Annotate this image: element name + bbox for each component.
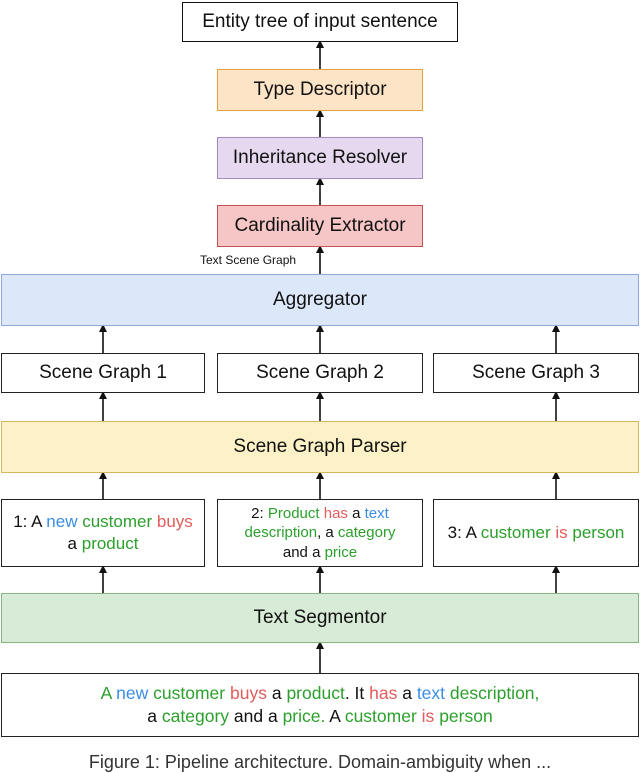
segment-3-text: 3: A customer is person — [448, 522, 625, 544]
aggregator-box: Aggregator — [1, 274, 639, 326]
scene-graph-parser-label: Scene Graph Parser — [233, 436, 407, 457]
word-token: person — [439, 706, 493, 726]
word-token: a — [397, 682, 417, 703]
word-token: a — [347, 505, 365, 523]
text-scene-graph-label: Text Scene Graph — [200, 253, 297, 267]
word-token: a — [147, 706, 162, 726]
word-token: . It — [344, 682, 370, 703]
scene-graph-1-label: Scene Graph 1 — [39, 362, 167, 383]
type-descriptor-box: Type Descriptor — [217, 69, 423, 111]
word-token: has — [323, 505, 348, 523]
word-token: is — [555, 522, 568, 542]
word-token: 1: A — [13, 511, 47, 531]
word-token: A — [325, 706, 345, 726]
inheritance-resolver-label: Inheritance Resolver — [232, 147, 408, 168]
word-token: customer — [480, 522, 551, 542]
text-segmentor-label: Text Segmentor — [253, 607, 387, 628]
word-token: , a — [317, 524, 338, 542]
input-sentence-box: A new customer buys a product. It has a … — [1, 673, 639, 737]
word-token: new — [116, 682, 149, 703]
word-token: new — [46, 511, 78, 531]
word-token: customer — [82, 511, 153, 531]
word-token: 3: A — [447, 522, 481, 542]
aggregator-label: Aggregator — [272, 289, 367, 310]
word-token: a — [67, 534, 82, 553]
word-token: price. — [282, 706, 326, 726]
word-token: text — [416, 682, 446, 703]
word-token: buys — [230, 682, 267, 703]
text-segmentor-box: Text Segmentor — [1, 593, 639, 643]
cardinality-extractor-box: Cardinality Extractor — [217, 205, 423, 247]
inheritance-resolver-box: Inheritance Resolver — [217, 137, 423, 179]
entity-tree-box: Entity tree of input sentence — [182, 2, 458, 42]
word-token: 2: — [251, 505, 268, 523]
scene-graph-3-label: Scene Graph 3 — [472, 362, 600, 383]
scene-graph-1-box: Scene Graph 1 — [1, 353, 205, 393]
text-line: description, a category — [245, 523, 396, 542]
word-token: description — [244, 524, 318, 542]
word-token: buys — [156, 511, 193, 531]
word-token: has — [369, 682, 398, 703]
word-token: a — [266, 682, 287, 703]
text-line: A new customer buys a product. It has a … — [101, 682, 540, 705]
scene-graph-parser-box: Scene Graph Parser — [1, 421, 639, 473]
word-token: product — [286, 682, 345, 703]
text-line: and a price — [245, 543, 396, 562]
word-token: customer — [153, 682, 226, 703]
word-token: description, — [449, 682, 540, 703]
scene-graph-2-box: Scene Graph 2 — [217, 353, 423, 393]
word-token: and a — [229, 706, 283, 726]
word-token: category — [161, 706, 230, 726]
word-token: and a — [282, 543, 325, 561]
word-token: price — [324, 543, 358, 561]
text-line: 2: Product has a text — [245, 504, 396, 523]
word-token: customer — [344, 706, 417, 726]
cardinality-extractor-label: Cardinality Extractor — [234, 215, 406, 236]
scene-graph-3-box: Scene Graph 3 — [433, 353, 639, 393]
type-descriptor-label: Type Descriptor — [253, 79, 387, 100]
text-line: a category and a price. A customer is pe… — [101, 705, 540, 728]
text-line: 3: A customer is person — [448, 522, 625, 544]
word-token: product — [81, 534, 139, 553]
figure-caption: Figure 1: Pipeline architecture. Domain-… — [88, 752, 552, 772]
word-token: category — [337, 524, 396, 542]
text-line: a product — [13, 533, 193, 555]
word-token: is — [421, 706, 435, 726]
word-token: Product — [267, 505, 320, 523]
text-line: 1: A new customer buys — [13, 511, 193, 533]
word-token: A — [100, 682, 117, 703]
word-token: person — [572, 522, 625, 542]
segment-3-box: 3: A customer is person — [433, 499, 639, 567]
word-token: text — [364, 505, 389, 523]
scene-graph-2-label: Scene Graph 2 — [256, 362, 384, 383]
entity-tree-label: Entity tree of input sentence — [202, 11, 438, 32]
input-sentence-text: A new customer buys a product. It has a … — [101, 682, 540, 728]
